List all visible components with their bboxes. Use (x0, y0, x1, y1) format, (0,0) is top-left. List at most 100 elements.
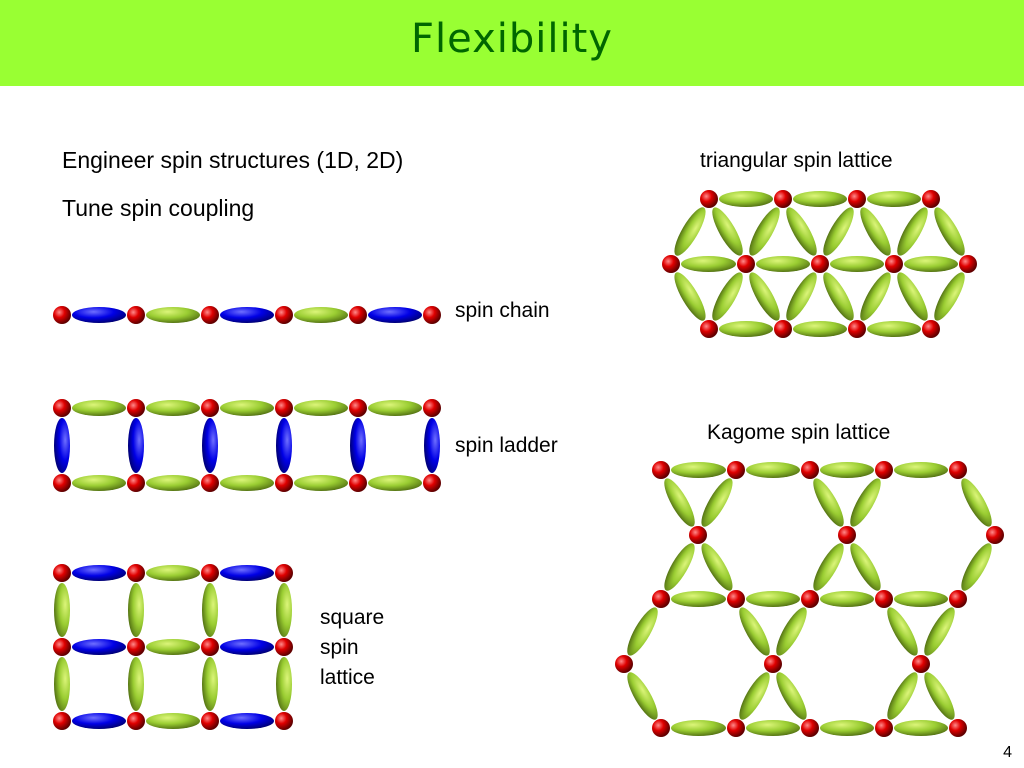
kagome-lattice-site (949, 719, 967, 737)
square-lattice-coupling (202, 583, 218, 637)
triangular-lattice-site (848, 320, 866, 338)
kagome-lattice-coupling (813, 478, 844, 527)
square-lattice-coupling (128, 657, 144, 711)
triangular-lattice-coupling (860, 272, 891, 321)
triangular-lattice-coupling (823, 272, 854, 321)
square-lattice-site (275, 564, 293, 582)
square-lattice-site (201, 712, 219, 730)
triangular-lattice-label: triangular spin lattice (700, 149, 893, 172)
spin-ladder-leg-coupling (294, 400, 348, 416)
kagome-lattice-site (615, 655, 633, 673)
kagome-lattice-coupling (961, 478, 992, 527)
kagome-lattice-coupling (671, 462, 726, 478)
triangular-lattice-coupling (749, 272, 780, 321)
square-lattice-coupling (146, 565, 200, 581)
kagome-lattice-coupling (739, 672, 770, 720)
kagome-lattice-coupling (894, 462, 948, 478)
spin-ladder-leg-coupling (146, 475, 200, 491)
square-lattice-label-line2: spin (320, 636, 359, 659)
square-lattice-site (275, 638, 293, 656)
spin-ladder-site (127, 474, 145, 492)
kagome-lattice-site (727, 719, 745, 737)
triangular-lattice-coupling (712, 272, 743, 321)
square-lattice-site (201, 564, 219, 582)
spin-ladder-leg-coupling (220, 475, 274, 491)
kagome-lattice-coupling (850, 478, 881, 527)
kagome-lattice-coupling (820, 591, 874, 607)
kagome-lattice-site (801, 590, 819, 608)
bullet-engineer-structures: Engineer spin structures (1D, 2D) (62, 147, 404, 173)
title-bar (0, 0, 1024, 86)
kagome-lattice-site (986, 526, 1004, 544)
kagome-lattice-site (764, 655, 782, 673)
triangular-lattice-coupling (674, 207, 706, 256)
triangular-lattice-site (662, 255, 680, 273)
square-lattice-coupling (72, 713, 126, 729)
triangular-lattice-coupling (786, 207, 817, 256)
triangular-lattice-coupling (793, 321, 847, 337)
kagome-lattice-coupling (850, 543, 881, 591)
spin-chain-label: spin chain (455, 299, 550, 322)
square-lattice-coupling (146, 639, 200, 655)
triangular-lattice-coupling (934, 272, 965, 321)
spin-ladder-site (349, 474, 367, 492)
square-lattice-coupling (72, 565, 126, 581)
spin-ladder-leg-coupling (72, 475, 126, 491)
square-lattice-site (53, 712, 71, 730)
triangular-lattice-coupling (904, 256, 958, 272)
kagome-lattice-site (727, 461, 745, 479)
kagome-lattice-coupling (776, 672, 807, 720)
triangular-lattice-site (848, 190, 866, 208)
square-lattice-site (275, 712, 293, 730)
triangular-lattice-coupling (867, 191, 921, 207)
square-lattice-coupling (54, 583, 70, 637)
spin-chain-coupling (368, 307, 422, 323)
triangular-lattice-coupling (674, 272, 706, 321)
triangular-lattice-coupling (860, 207, 891, 256)
square-lattice-coupling (220, 565, 274, 581)
spin-ladder-rung-coupling (350, 418, 366, 473)
spin-ladder-site (349, 399, 367, 417)
spin-chain-site (423, 306, 441, 324)
spin-chain-site (275, 306, 293, 324)
kagome-lattice-coupling (701, 543, 733, 591)
kagome-lattice-site (912, 655, 930, 673)
kagome-lattice-site (875, 590, 893, 608)
triangular-lattice-coupling (830, 256, 884, 272)
spin-ladder-rung-coupling (276, 418, 292, 473)
spin-ladder-leg-coupling (220, 400, 274, 416)
kagome-lattice-coupling (887, 607, 918, 656)
triangular-lattice-coupling (897, 272, 928, 321)
square-lattice-coupling (220, 713, 274, 729)
spin-ladder-rung-coupling (128, 418, 144, 473)
kagome-lattice-site (801, 461, 819, 479)
spin-ladder-rung-coupling (202, 418, 218, 473)
kagome-lattice-coupling (776, 607, 807, 656)
kagome-lattice-site (801, 719, 819, 737)
square-lattice-site (201, 638, 219, 656)
spin-chain-coupling (72, 307, 126, 323)
kagome-lattice-coupling (820, 720, 874, 736)
spin-ladder-leg-coupling (294, 475, 348, 491)
spin-ladder-site (275, 474, 293, 492)
square-lattice-coupling (220, 639, 274, 655)
kagome-lattice-coupling (887, 672, 918, 720)
triangular-lattice-coupling (719, 321, 773, 337)
spin-ladder-site (275, 399, 293, 417)
kagome-lattice-site (652, 461, 670, 479)
square-lattice-coupling (54, 657, 70, 711)
triangular-lattice-coupling (867, 321, 921, 337)
spin-ladder-site (53, 399, 71, 417)
kagome-lattice-site (689, 526, 707, 544)
spin-ladder-site (423, 399, 441, 417)
square-lattice-site (127, 712, 145, 730)
triangular-lattice-coupling (749, 207, 780, 256)
kagome-lattice-coupling (820, 462, 874, 478)
square-lattice-coupling (202, 657, 218, 711)
spin-ladder-leg-coupling (368, 475, 422, 491)
triangular-lattice-site (885, 255, 903, 273)
kagome-lattice-coupling (701, 478, 733, 527)
kagome-lattice-site (652, 590, 670, 608)
square-lattice-coupling (146, 713, 200, 729)
kagome-lattice-coupling (813, 543, 844, 591)
